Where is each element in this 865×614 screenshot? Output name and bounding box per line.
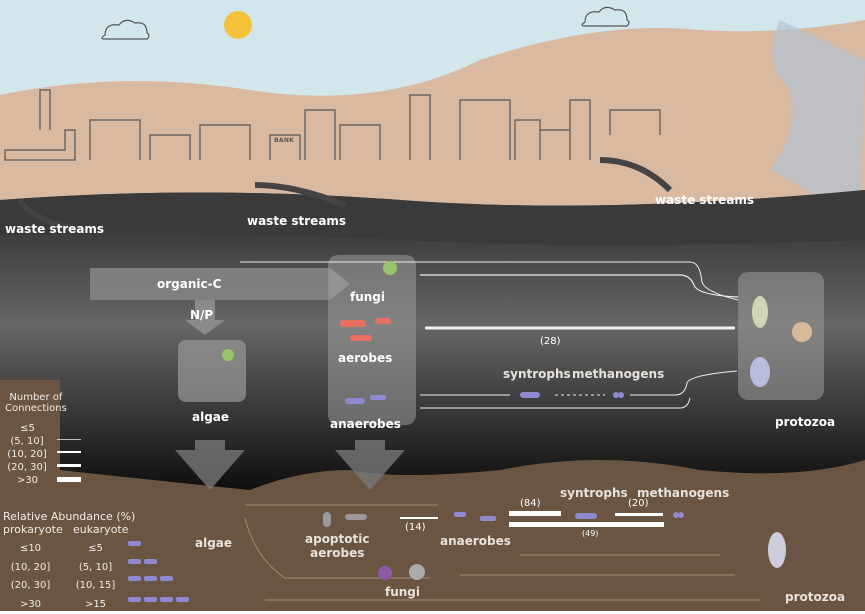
fungi-label: fungi: [350, 290, 386, 304]
link-84: [509, 511, 561, 516]
algae-box: [178, 340, 246, 402]
link-label-84: (84): [520, 498, 541, 509]
organic-c-arrow: [90, 268, 330, 300]
connections-legend: ≤5(5, 10](10, 20](20, 30]>30: [7, 423, 47, 486]
sediment-fungi-label: fungi: [385, 585, 421, 599]
sediment-methanogens-label: methanogens: [637, 486, 730, 500]
river: [770, 20, 865, 220]
bacteria-box: [328, 255, 416, 425]
organic-c-label: organic-C: [157, 277, 222, 291]
waste-streams-label: waste streams: [5, 222, 105, 236]
sediment-protozoa-label: protozoa: [785, 590, 846, 604]
link-49: [509, 522, 664, 527]
syntrophs-label: syntrophs: [503, 367, 571, 381]
cloud-icon: [581, 6, 630, 27]
link-label-49: (49): [582, 529, 599, 538]
anaerobes-label: anaerobes: [330, 417, 401, 431]
bacteria-icons: [128, 392, 684, 602]
link-label-14: (14): [405, 522, 426, 533]
protozoa-icon: [768, 532, 786, 568]
protozoa-label: protozoa: [775, 415, 836, 429]
link-label-28: (28): [540, 336, 561, 347]
cloud-icon: [101, 19, 150, 40]
sediment-syntrophs-label: syntrophs: [560, 486, 628, 500]
sediment-algae-label: algae: [195, 536, 233, 550]
sun-icon: [224, 11, 252, 39]
eukaryote-ranges: ≤5(5, 10](10, 15]>15: [75, 543, 116, 610]
water-body: [0, 190, 865, 490]
waste-streams-label: waste streams: [247, 214, 347, 228]
algae-label: algae: [192, 410, 230, 424]
waste-streams-label: waste streams: [655, 193, 755, 207]
eukaryote-header: eukaryote: [73, 523, 129, 536]
abundance-legend-title: Relative Abundance (%): [3, 510, 136, 523]
prokaryote-header: prokaryote: [3, 523, 63, 536]
link-label-20: (20): [628, 498, 649, 509]
land: [0, 20, 865, 230]
prokaryote-ranges: ≤10(10, 20](20, 30]>30: [10, 543, 51, 610]
link-20: [615, 513, 663, 516]
sediment-anaerobes-label: anaerobes: [440, 534, 511, 548]
methanogens-label: methanogens: [572, 367, 665, 381]
np-label: N/P: [190, 308, 214, 322]
link-14: [400, 517, 438, 519]
bank-sign: BANK: [274, 137, 295, 144]
aerobes-label: aerobes: [338, 351, 393, 365]
